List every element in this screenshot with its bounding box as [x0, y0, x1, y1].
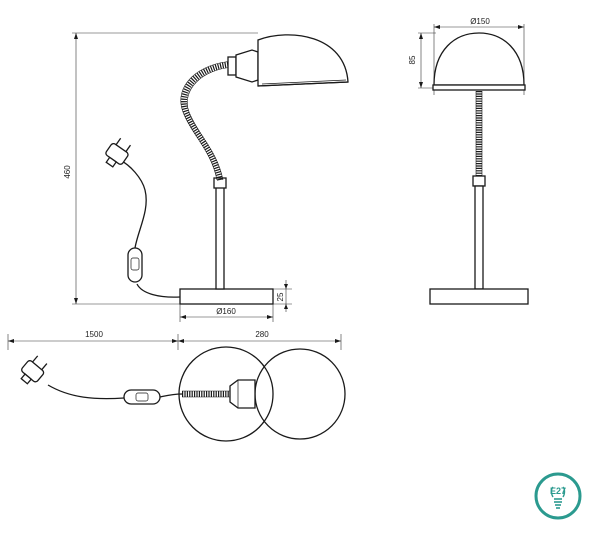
front-view: Ø150 85 [408, 17, 529, 305]
shade-side [257, 34, 349, 87]
shade-height-label: 85 [408, 55, 417, 64]
lamp-base-front [429, 288, 529, 305]
top-dimensions: 1500 280 [7, 330, 342, 350]
socket-top [229, 379, 256, 409]
bulb-icon [550, 486, 566, 509]
shade-front [433, 32, 525, 86]
lamp-stem-side [215, 185, 225, 290]
socket-side [235, 49, 259, 83]
e27-label: E27 [550, 486, 566, 496]
e27-socket-badge: E27 [534, 472, 582, 520]
height-label: 460 [63, 165, 72, 179]
switch-side [127, 247, 143, 283]
lamp-stem-front [474, 185, 484, 290]
base-diameter-dimension: Ø160 [179, 304, 274, 322]
cable-top [159, 393, 183, 398]
lamp-base-side [179, 288, 274, 305]
cable-length-label: 1500 [85, 330, 103, 339]
shade-diameter-label: Ø150 [470, 17, 490, 26]
cable-side [136, 283, 181, 298]
shade-height-dimension: 85 [408, 32, 436, 89]
side-view: 460 25 Ø160 [63, 32, 349, 322]
height-dimension: 460 [63, 32, 258, 305]
base-diameter-label: Ø160 [216, 307, 236, 316]
base-height-dimension: 25 [273, 280, 292, 312]
top-width-label: 280 [255, 330, 269, 339]
plug-side [105, 137, 132, 168]
top-view: 1500 280 [7, 330, 346, 442]
plug-top [20, 355, 48, 385]
gooseneck-side [181, 61, 235, 181]
switch-top [123, 389, 161, 405]
base-height-label: 25 [276, 292, 285, 301]
shade-circle-top [254, 348, 346, 440]
